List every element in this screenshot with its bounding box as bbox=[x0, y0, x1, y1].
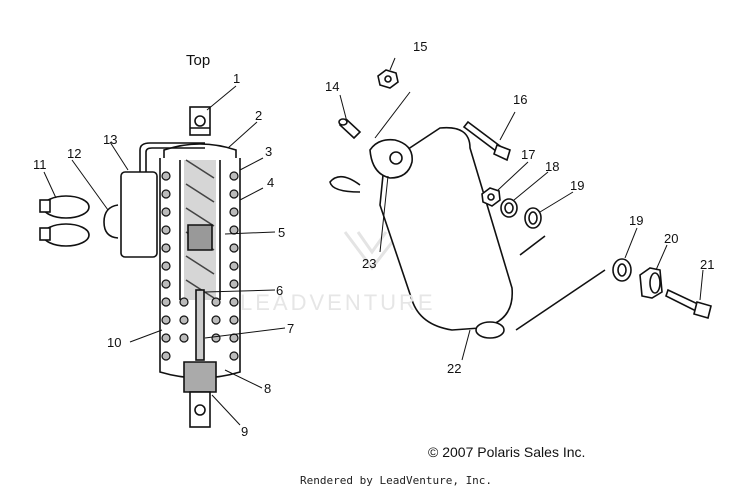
callout-1[interactable]: 1 bbox=[233, 71, 241, 86]
washer-19-top bbox=[524, 207, 542, 229]
nut-17 bbox=[481, 187, 501, 207]
washer-18 bbox=[500, 198, 518, 218]
washer-19-right bbox=[612, 258, 632, 282]
bolt-16 bbox=[462, 120, 511, 162]
callout-5[interactable]: 5 bbox=[278, 225, 286, 240]
callout-19-lower[interactable]: 19 bbox=[629, 213, 644, 228]
callout-11[interactable]: 11 bbox=[33, 157, 47, 172]
nut-15 bbox=[377, 69, 399, 89]
view-label-top: Top bbox=[186, 52, 211, 69]
callout-2[interactable]: 2 bbox=[255, 108, 263, 123]
callout-18[interactable]: 18 bbox=[545, 159, 560, 174]
callout-4[interactable]: 4 bbox=[267, 175, 275, 190]
callout-10[interactable]: 10 bbox=[107, 335, 122, 350]
watermark-text: LEADVENTURE bbox=[240, 290, 436, 315]
callout-23[interactable]: 23 bbox=[362, 256, 377, 271]
shock-exterior bbox=[329, 126, 606, 339]
callout-13[interactable]: 13 bbox=[103, 132, 118, 147]
callout-17[interactable]: 17 bbox=[521, 147, 536, 162]
callout-8[interactable]: 8 bbox=[264, 381, 272, 396]
callout-21[interactable]: 21 bbox=[700, 257, 715, 272]
callout-20[interactable]: 20 bbox=[664, 231, 679, 246]
callout-16[interactable]: 16 bbox=[513, 92, 528, 107]
copyright-notice: © 2007 Polaris Sales Inc. bbox=[428, 444, 586, 460]
clamp-ring bbox=[103, 204, 119, 239]
rendered-by-notice: Rendered by LeadVenture, Inc. bbox=[300, 474, 493, 487]
callout-leaders bbox=[43, 57, 704, 426]
callout-7[interactable]: 7 bbox=[287, 321, 295, 336]
hose-clamps bbox=[39, 195, 90, 247]
callout-12[interactable]: 12 bbox=[67, 146, 82, 161]
shock-cutaway bbox=[120, 106, 241, 428]
callout-19-upper[interactable]: 19 bbox=[570, 178, 585, 193]
callout-3[interactable]: 3 bbox=[265, 144, 273, 159]
callout-9[interactable]: 9 bbox=[241, 424, 249, 439]
callout-22[interactable]: 22 bbox=[447, 361, 462, 376]
callout-14[interactable]: 14 bbox=[325, 79, 340, 94]
callout-6[interactable]: 6 bbox=[276, 283, 284, 298]
spacer-20 bbox=[639, 267, 663, 299]
bolt-21 bbox=[665, 288, 712, 319]
callout-15[interactable]: 15 bbox=[413, 39, 428, 54]
bushing-14 bbox=[338, 117, 362, 140]
